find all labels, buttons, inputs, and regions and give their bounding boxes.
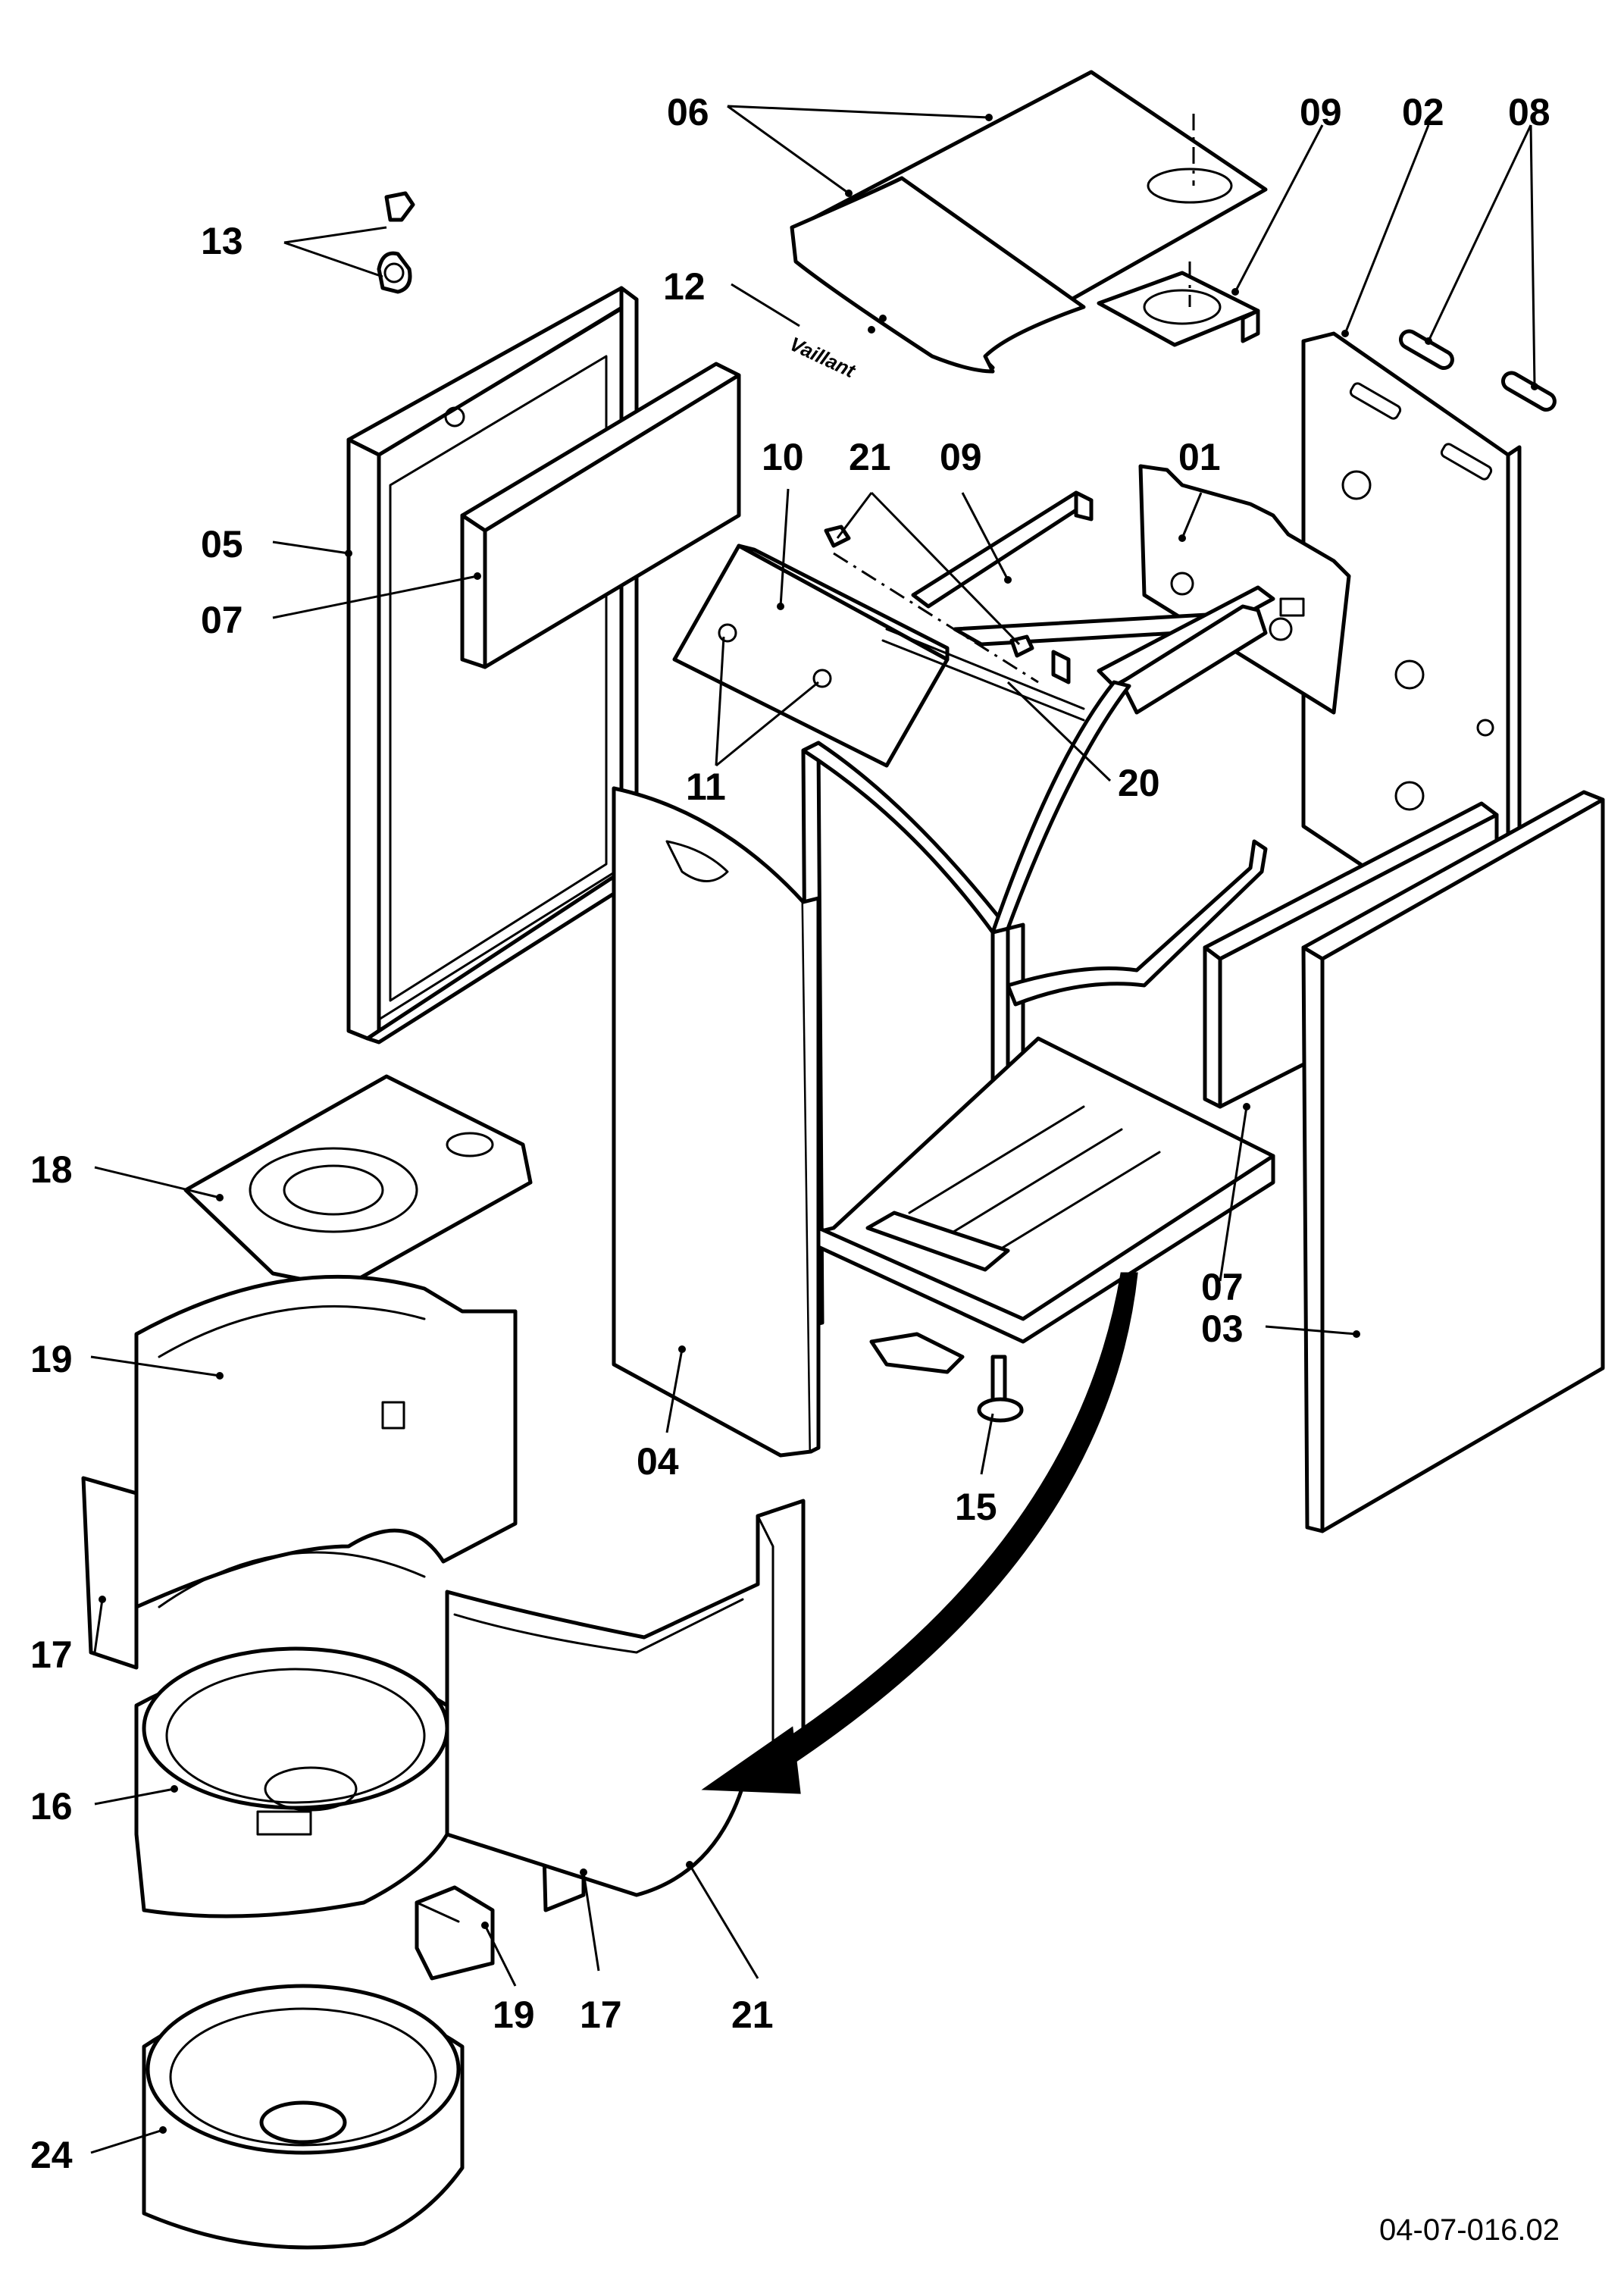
callout-06: 06 (667, 91, 709, 133)
part-13-brand-badge: Vaillant (786, 332, 859, 382)
leader-dots (99, 114, 1538, 2134)
callout-04: 04 (637, 1440, 679, 1483)
callout-17b: 17 (580, 1994, 622, 2036)
drawing-number: 04-07-016.02 (1379, 2213, 1560, 2247)
callout-labels: 06 09 02 08 13 12 10 21 09 01 05 07 11 2… (30, 91, 1550, 2176)
part-18-insulation-plate (183, 1074, 533, 1291)
callout-16: 16 (30, 1785, 73, 1828)
part-06-top-cover (790, 70, 1268, 374)
callout-21: 19 (493, 1994, 535, 2036)
callout-10: 09 (940, 436, 982, 478)
part-19-upper-shell (134, 1274, 518, 1609)
part-16-base-tub (134, 1646, 449, 1918)
callout-07b: 07 (1201, 1266, 1244, 1308)
callout-03: 03 (1201, 1308, 1244, 1350)
brand-logo-text: Vaillant (786, 332, 859, 382)
part-07-insulation-left (460, 362, 741, 669)
part-03-side-panel (1301, 790, 1605, 1533)
part-15-adjustable-foot (977, 1355, 1024, 1423)
leader-lines (90, 105, 1536, 2154)
main-frame-assembly (672, 490, 1275, 1374)
callout-18: 18 (30, 1148, 73, 1191)
callout-19: 19 (30, 1338, 73, 1380)
part-01-inner-panel (1138, 464, 1351, 715)
callout-20: 21 (731, 1994, 774, 2036)
callout-05: 05 (201, 523, 243, 565)
callout-11: 10 (762, 436, 804, 478)
part-24-bottom-ring (142, 1984, 465, 2250)
assembly-direction-arrow (701, 1272, 1138, 1794)
part-04-front-door (612, 786, 821, 1458)
callout-15: 15 (955, 1486, 997, 1528)
callout-08: 08 (1508, 91, 1550, 133)
callout-22: 20 (1118, 762, 1160, 804)
callout-13: 12 (663, 265, 706, 308)
callout-24: 24 (30, 2134, 73, 2176)
callout-07a: 07 (201, 599, 243, 641)
part-20-front-shell (445, 1499, 806, 1897)
callout-02: 02 (1402, 91, 1444, 133)
part-21-small-block (415, 1885, 495, 1981)
callout-23: 21 (849, 436, 891, 478)
callout-12: 11 (686, 766, 726, 808)
callout-14: 13 (201, 220, 243, 262)
part-14-clips (377, 191, 415, 294)
part-09-flue-plate (1097, 262, 1260, 347)
part-05-side-frame (346, 286, 639, 1045)
callout-09: 09 (1300, 91, 1342, 133)
callout-17a: 17 (30, 1633, 73, 1676)
callout-01: 01 (1178, 436, 1221, 478)
part-17-side-block-left (81, 1476, 139, 1670)
